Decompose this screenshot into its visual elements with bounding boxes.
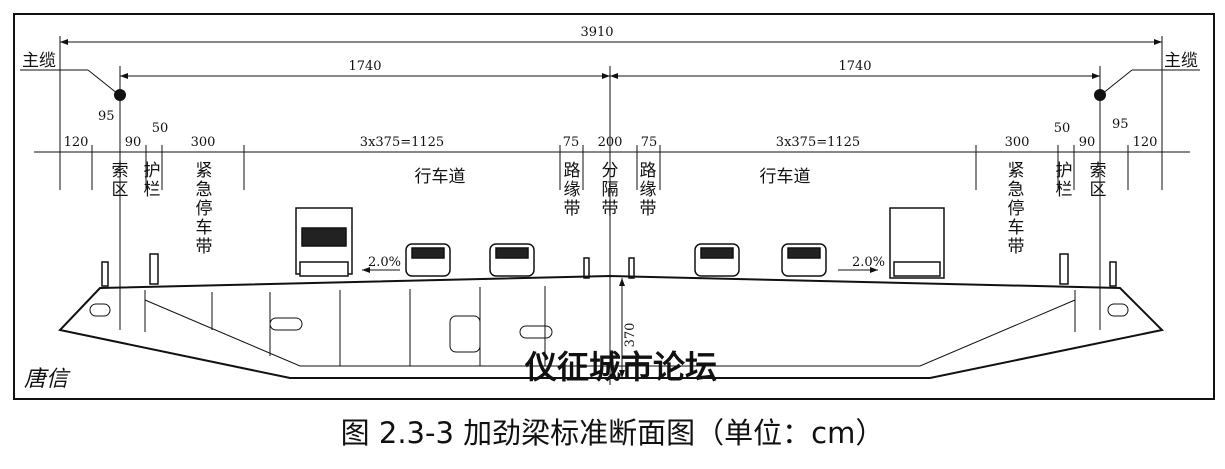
figure-caption: 图 2.3-3 加劲梁标准断面图（单位：cm） — [340, 416, 885, 450]
total-width-label: 3910 — [580, 25, 613, 40]
seg-lanes-right: 3x375=1125 — [776, 135, 860, 150]
seg-300-right: 300 — [1005, 135, 1030, 150]
zone-lanes-left: 行车道 — [415, 167, 466, 187]
seg-lanes-left: 3x375=1125 — [360, 135, 444, 150]
zone-lanes-right: 行车道 — [760, 167, 811, 187]
half-width-left-label: 1740 — [348, 59, 381, 74]
seg-75-right: 75 — [641, 135, 658, 150]
manhole-1 — [269, 317, 303, 331]
car-3-icon — [694, 243, 740, 277]
seg-120-right: 120 — [1133, 135, 1158, 150]
watermark: 仪征城市论坛 — [524, 348, 717, 386]
seg-120-left: 120 — [64, 135, 89, 150]
car-1-icon — [405, 243, 451, 277]
car-2-icon — [489, 243, 535, 277]
zone-curb-right: 路缘带 — [640, 161, 657, 219]
main-cable-right-leader — [1101, 69, 1133, 95]
total-width-dimension — [59, 36, 1163, 190]
barrier-posts — [101, 253, 1117, 287]
slope-right-label: 2.0% — [852, 255, 885, 270]
main-cable-right-label: 主缆 — [1164, 51, 1198, 71]
main-cable-left-leader — [87, 69, 119, 95]
truck-right-icon — [889, 207, 945, 279]
truck-left-icon — [295, 207, 353, 277]
slope-left-label: 2.0% — [368, 255, 401, 270]
zone-cable-right: 索区 — [1090, 161, 1107, 200]
seg-50-left: 50 — [152, 121, 169, 136]
main-cable-left-label: 主缆 — [22, 51, 56, 71]
zone-cable-left: 索区 — [112, 161, 129, 200]
zone-rail-left: 护栏 — [144, 161, 161, 200]
seg-90-left: 90 — [125, 135, 142, 150]
seg-75-left: 75 — [563, 135, 580, 150]
offset-right-label: 95 — [1112, 117, 1129, 132]
inner-bottom-line — [144, 299, 1076, 367]
access-hole-right — [1107, 303, 1129, 317]
car-4-icon — [781, 243, 827, 277]
zone-emergency-left: 紧急停车带 — [196, 161, 213, 257]
main-cable-right-icon — [1094, 89, 1106, 101]
manhole-2 — [449, 315, 481, 353]
zone-rail-right: 护栏 — [1056, 161, 1073, 200]
seg-50-right: 50 — [1054, 121, 1071, 136]
access-hole-left — [89, 303, 111, 317]
segment-dimension-row — [34, 145, 1190, 190]
zone-emergency-right: 紧急停车带 — [1008, 161, 1025, 257]
manhole-3 — [519, 325, 553, 339]
seg-300-left: 300 — [191, 135, 216, 150]
signature: 唐信 — [24, 367, 71, 392]
girder-outline — [58, 274, 1165, 379]
zone-curb-left: 路缘带 — [564, 161, 581, 219]
seg-90-right: 90 — [1079, 135, 1096, 150]
half-width-dimensions — [119, 66, 1101, 330]
depth-label: 370 — [623, 323, 638, 348]
offset-left-label: 95 — [98, 109, 115, 124]
half-width-right-label: 1740 — [838, 59, 871, 74]
main-cable-left-icon — [114, 89, 126, 101]
